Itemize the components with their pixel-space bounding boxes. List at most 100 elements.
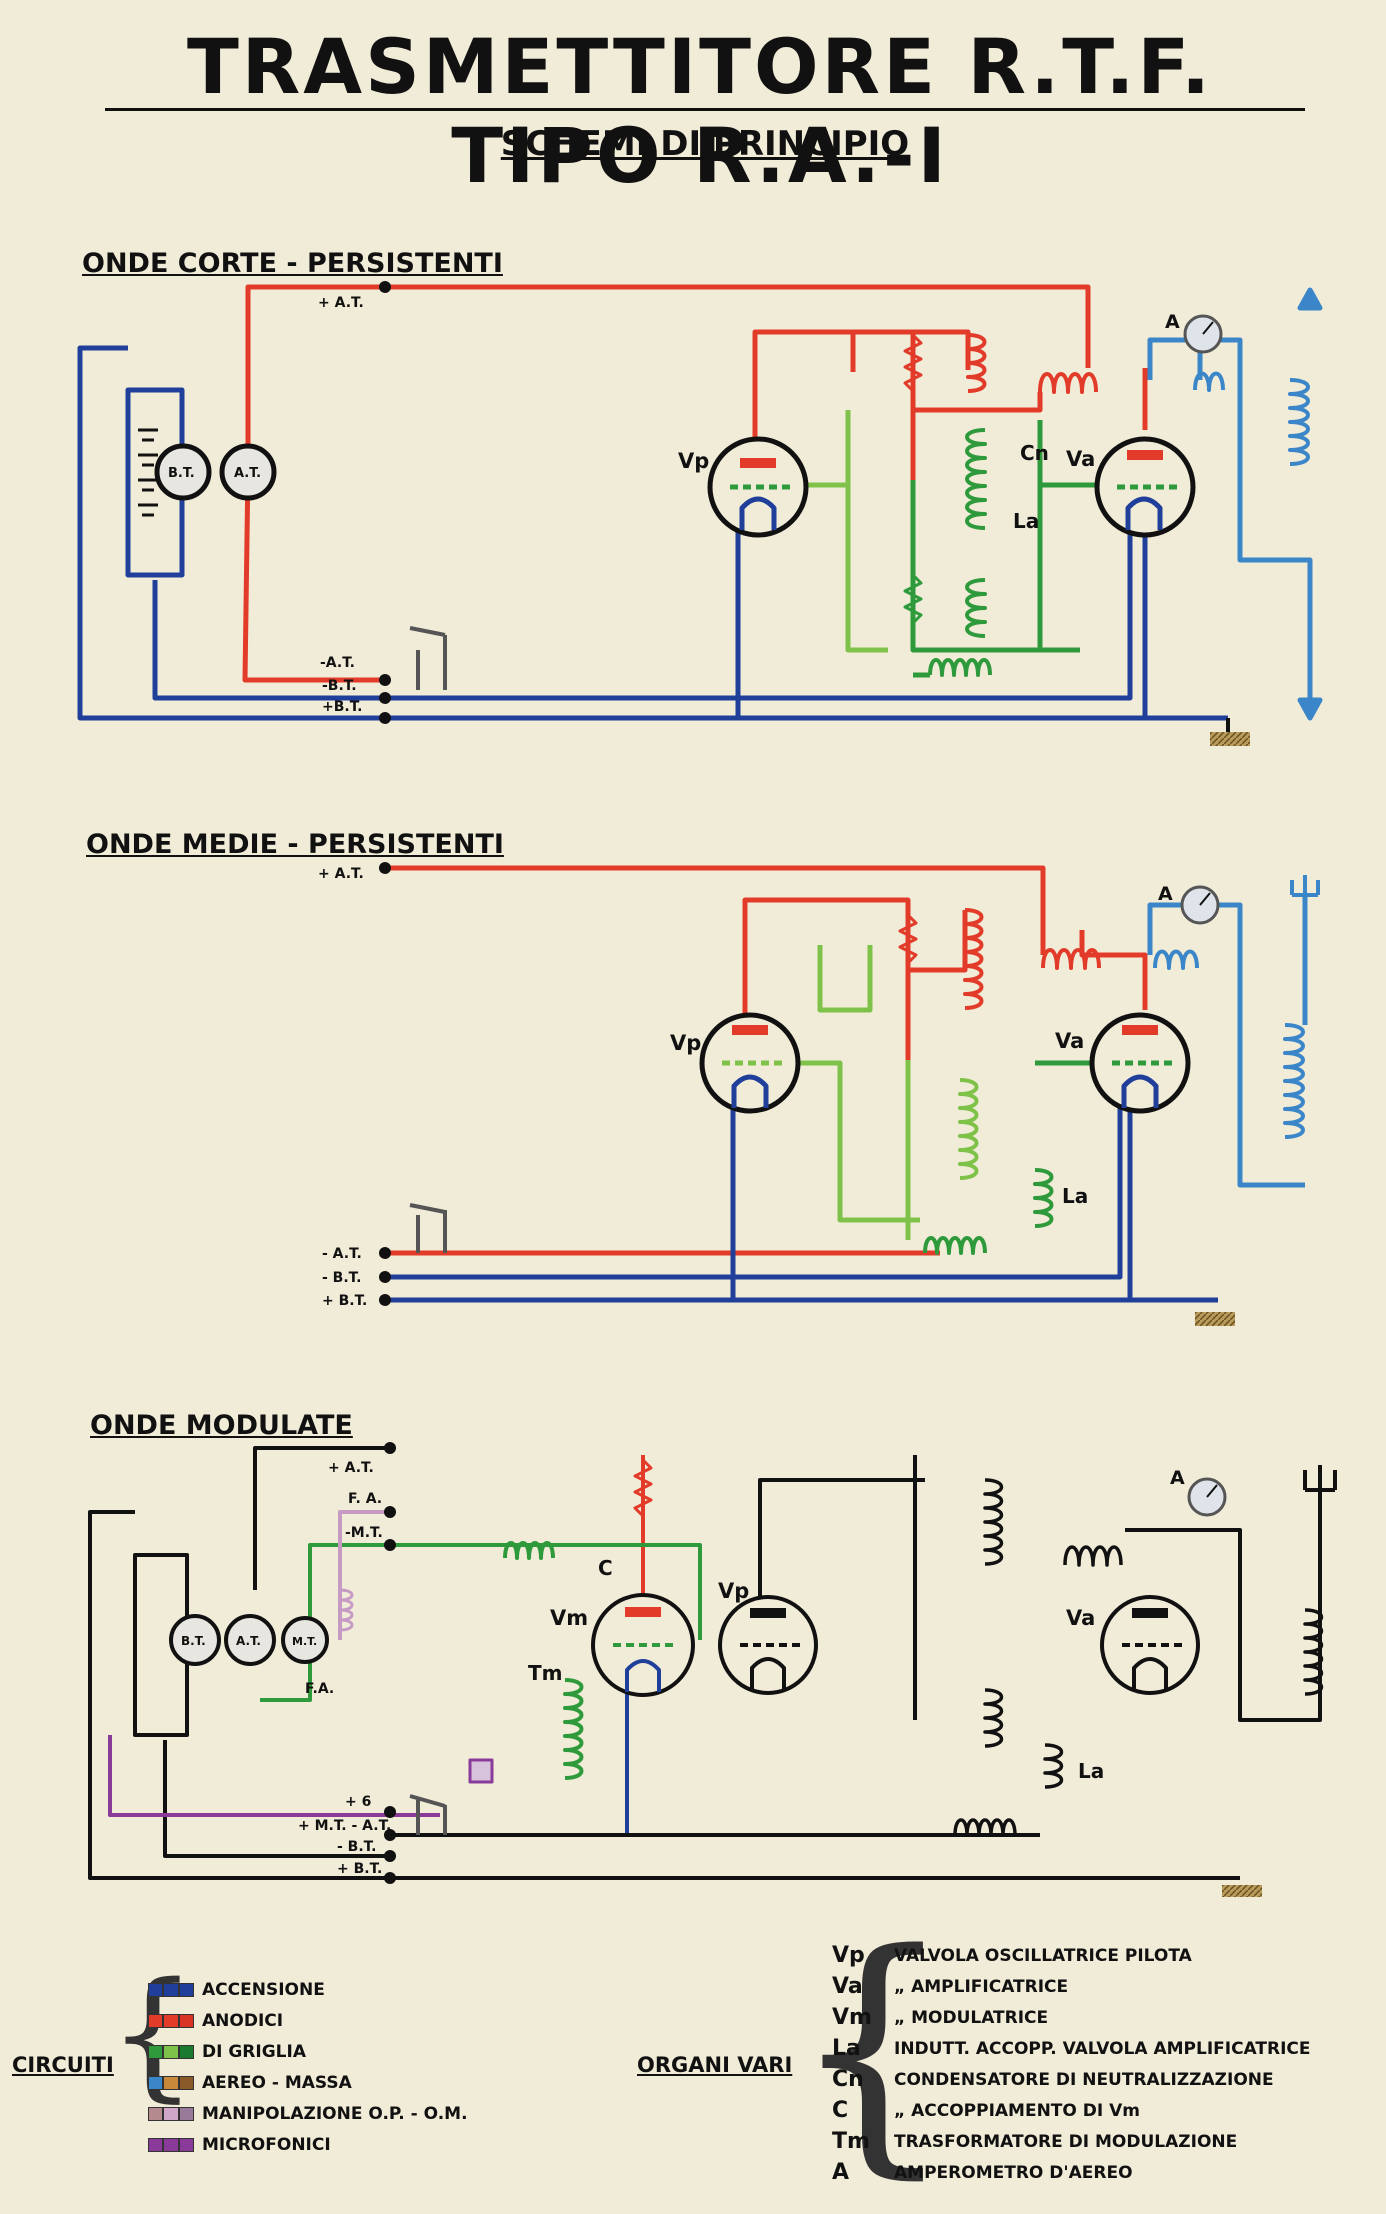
mod-coil-black-1 xyxy=(983,1478,1004,1566)
resistor-red-2 xyxy=(898,913,918,965)
label-fa: F. A. xyxy=(348,1491,382,1507)
valve-va-icon-2 xyxy=(1089,1012,1191,1114)
organi-symbol: Cn xyxy=(832,2067,864,2092)
organi-symbol: Vp xyxy=(832,1943,865,1968)
label-va: Va xyxy=(1066,447,1095,471)
legend-swatch xyxy=(148,2044,194,2059)
legend-item: MICROFONICI xyxy=(148,2129,468,2160)
organi-desc: INDUTT. ACCOPP. VALVOLA AMPLIFICATRICE xyxy=(894,2038,1311,2059)
ground-symbol-2 xyxy=(1195,1312,1235,1326)
valve-vm-icon xyxy=(591,1593,695,1697)
mod-grid-green xyxy=(390,1543,702,1640)
legend-item: ACCENSIONE xyxy=(148,1974,468,2005)
mod-coil-pink xyxy=(338,1588,354,1632)
label-at-minus-2: - A.T. xyxy=(322,1246,362,1262)
label-bt-plus: +B.T. xyxy=(322,699,362,715)
legend-circuiti-label: CIRCUITI xyxy=(12,2053,114,2077)
organi-symbol: La xyxy=(832,2036,861,2061)
coil-grid-horizontal xyxy=(928,658,992,677)
label-vp-2: Vp xyxy=(670,1031,701,1055)
grid-green-dark xyxy=(910,480,1040,653)
label-at: A.T. xyxy=(234,466,261,481)
coil-anode-2 xyxy=(963,908,984,1010)
label-a: A xyxy=(1165,311,1180,333)
label-six: + 6 xyxy=(345,1794,371,1810)
legend-item-label: MANIPOLAZIONE O.P. - O.M. xyxy=(202,2103,468,2124)
anode-2b xyxy=(908,910,968,973)
mod-coil-aerial-coupling xyxy=(1063,1545,1123,1567)
label-cn: Cn xyxy=(1020,441,1049,465)
diagram-onde-modulate xyxy=(88,1442,1337,1897)
legend-item: MANIPOLAZIONE O.P. - O.M. xyxy=(148,2098,468,2129)
section-title-onde-corte: ONDE CORTE - PERSISTENTI xyxy=(82,248,503,279)
generator-mt-icon-3 xyxy=(281,1616,329,1664)
schematic-diagrams: + A.T. -A.T. -B.T. +B.T. Vp Va Cn La A B… xyxy=(77,281,1337,1897)
label-la: La xyxy=(1013,509,1039,533)
anode-pilot-2 xyxy=(742,897,911,1060)
legend-swatch xyxy=(148,2106,194,2121)
valve-va-icon xyxy=(1094,436,1196,538)
grid-pilot-line xyxy=(800,482,888,653)
grid-pilot-2 xyxy=(790,1060,920,1223)
coil-aerial xyxy=(1288,378,1310,466)
valve-vp-icon-3 xyxy=(718,1595,818,1695)
labels-onde-modulate: + A.T. F. A. -M.T. F.A. + 6 + M.T. - A.T… xyxy=(181,1460,1185,1877)
label-bt-plus-2: + B.T. xyxy=(322,1293,367,1309)
coil-grid-horizontal-2 xyxy=(923,1236,987,1255)
label-fa-2: F.A. xyxy=(305,1681,334,1697)
valve-vp-icon xyxy=(707,436,809,538)
label-at-3: A.T. xyxy=(236,1634,261,1648)
telegraph-key-icon-2 xyxy=(409,1203,447,1253)
bt-minus-line-2 xyxy=(385,1103,1123,1280)
label-bt-plus-3: + B.T. xyxy=(337,1861,382,1877)
label-bt-minus-2: - B.T. xyxy=(322,1270,361,1286)
coil-aerial-2 xyxy=(1283,1023,1305,1139)
page-subtitle: SCHEMI DI PRINCIPIO xyxy=(500,124,910,164)
coil-aerial-coupling xyxy=(1193,371,1225,392)
mod-pilot-frame xyxy=(758,1478,925,1600)
title-underline xyxy=(105,108,1305,111)
terminal-dots-2 xyxy=(379,862,391,1306)
mod-coil-tm xyxy=(563,1678,584,1780)
aerial-up-arrow xyxy=(1297,287,1323,311)
terminal-dots xyxy=(379,281,391,724)
organi-desc: TRASFORMATORE DI MODULAZIONE xyxy=(894,2131,1238,2152)
legend-swatch xyxy=(148,1982,194,1997)
mod-frame-left xyxy=(88,1510,390,1880)
organi-symbol: C xyxy=(832,2098,849,2123)
label-tm: Tm xyxy=(528,1661,562,1685)
label-bt-minus: -B.T. xyxy=(322,678,357,694)
label-mt-minus: -M.T. xyxy=(345,1525,383,1541)
bt-plus-line xyxy=(77,345,385,721)
label-mt-at: + M.T. - A.T. xyxy=(298,1818,391,1834)
coil-aerial-coupling-2 xyxy=(1153,949,1199,970)
organi-symbol: Va xyxy=(832,1974,863,1999)
organi-item: Va„ AMPLIFICATRICE xyxy=(832,1971,1311,2002)
organi-symbol: Vm xyxy=(832,2005,872,2030)
anode-2c xyxy=(1079,930,1148,1010)
label-a-3: A xyxy=(1170,1467,1185,1489)
terminal-dots-3 xyxy=(384,1442,396,1884)
ammeter-icon-3 xyxy=(1187,1477,1227,1517)
mod-resistor-vm xyxy=(633,1458,653,1518)
section-title-onde-modulate: ONDE MODULATE xyxy=(90,1410,353,1441)
generator-at-icon xyxy=(219,443,277,501)
coil-anode-pilot xyxy=(966,333,987,393)
label-vp-3: Vp xyxy=(718,1579,749,1603)
organi-item: Vm„ MODULATRICE xyxy=(832,2002,1311,2033)
label-vp: Vp xyxy=(678,449,709,473)
aerial-icon-3 xyxy=(1303,1465,1337,1492)
label-at-plus-2: + A.T. xyxy=(318,866,364,882)
generator-at-icon-3 xyxy=(224,1614,276,1666)
label-at-plus-3: + A.T. xyxy=(328,1460,374,1476)
legend-circuiti: ACCENSIONE ANODICI DI GRIGLIA AEREO - MA… xyxy=(148,1974,468,2160)
valve-va-icon-3 xyxy=(1100,1595,1200,1695)
mod-micro xyxy=(108,1735,440,1817)
aerial-icon xyxy=(1290,875,1320,897)
label-vm: Vm xyxy=(550,1606,588,1630)
anode-rfc-line xyxy=(910,332,1043,413)
label-bt-3: B.T. xyxy=(181,1634,206,1648)
